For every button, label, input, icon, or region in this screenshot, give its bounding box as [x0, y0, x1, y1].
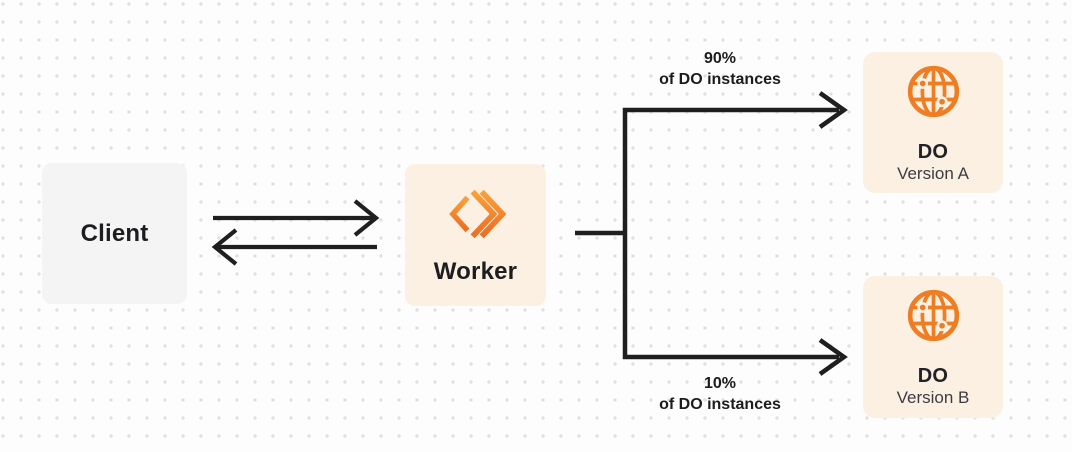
- do-a-subtitle: Version A: [897, 164, 969, 183]
- do-b-title: DO: [917, 365, 949, 387]
- node-do-version-b: DO Version B: [863, 276, 1003, 418]
- globe-icon: [905, 63, 962, 120]
- node-do-version-a: DO Version A: [863, 52, 1003, 193]
- client-label: Client: [80, 219, 149, 247]
- worker-branch-lines: [575, 91, 848, 376]
- arrowhead-to-do-b: [818, 338, 848, 376]
- do-a-title: DO: [917, 141, 949, 163]
- globe-icon: [905, 287, 962, 344]
- worker-to-client-arrow: [211, 228, 377, 266]
- edge-label-90-percent: 90% of DO instances: [620, 48, 820, 90]
- client-to-worker-arrow: [213, 199, 380, 237]
- node-worker: Worker: [405, 164, 546, 306]
- edge-label-90-line1: 90%: [703, 50, 737, 67]
- edge-label-10-line2: of DO instances: [659, 396, 781, 413]
- arrowhead-to-do-a: [818, 91, 848, 129]
- edge-label-90-line2: of DO instances: [659, 71, 781, 88]
- edge-label-10-percent: 10% of DO instances: [620, 373, 820, 415]
- node-client: Client: [42, 163, 187, 304]
- do-b-subtitle: Version B: [896, 388, 970, 407]
- workers-logo-icon: [446, 185, 506, 243]
- edge-label-10-line1: 10%: [703, 375, 737, 392]
- worker-label: Worker: [433, 258, 518, 285]
